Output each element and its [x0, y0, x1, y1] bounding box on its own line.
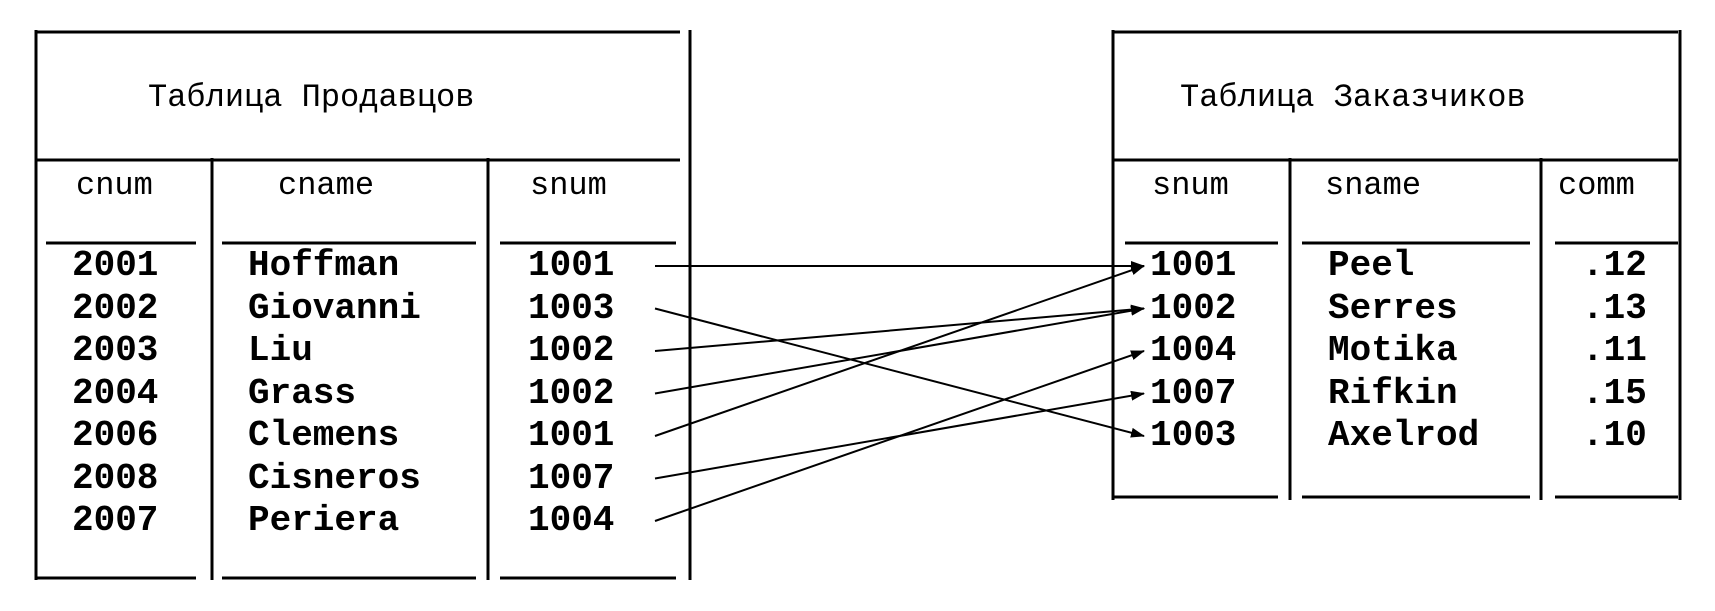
left-cell-cname: Cisneros: [248, 457, 421, 499]
right-cell-snum: 1002: [1150, 287, 1237, 329]
left-table-title: Таблица Продавцов: [148, 79, 475, 116]
left-cell-snum: 1002: [528, 330, 615, 371]
left-table-frame: [34, 30, 692, 580]
left-cell-cname: Liu: [248, 330, 313, 371]
left-cell-cname: Giovanni: [248, 287, 421, 329]
left-cell-cname: Grass: [248, 372, 357, 414]
left-header-cname: cname: [278, 167, 375, 204]
right-cell-snum: 1007: [1150, 372, 1237, 414]
left-cell-cnum: 2001: [72, 245, 159, 286]
right-cell-sname: Serres: [1328, 287, 1458, 329]
right-cell-comm: .11: [1582, 330, 1647, 371]
left-cell-cname: Clemens: [248, 415, 400, 456]
left-cell-snum: 1001: [528, 415, 615, 456]
left-cell-cname: Hoffman: [248, 245, 400, 286]
left-cell-cnum: 2008: [72, 457, 159, 499]
right-cell-snum: 1004: [1150, 330, 1237, 371]
right-header-comm: comm: [1558, 167, 1635, 204]
right-cell-comm: .10: [1582, 415, 1647, 456]
right-cell-snum: 1001: [1150, 245, 1237, 286]
right-cell-sname: Peel: [1328, 245, 1415, 286]
link-arrow: [654, 265, 1145, 437]
right-cell-comm: .15: [1582, 372, 1647, 414]
right-cell-sname: Axelrod: [1328, 415, 1480, 456]
link-arrows: [654, 261, 1145, 522]
right-cell-comm: .13: [1582, 287, 1647, 329]
left-cell-snum: 1007: [528, 457, 615, 499]
left-cell-cnum: 2006: [72, 415, 159, 456]
right-table-title: Таблица Заказчиков: [1180, 79, 1526, 116]
left-cell-cnum: 2003: [72, 330, 159, 371]
left-cell-snum: 1003: [528, 287, 615, 329]
left-cell-snum: 1002: [528, 372, 615, 414]
right-cell-sname: Rifkin: [1328, 372, 1458, 414]
right-header-snum: snum: [1152, 167, 1229, 204]
left-cell-cnum: 2004: [72, 372, 159, 414]
left-header-snum: snum: [530, 167, 607, 204]
left-cell-cname: Periera: [248, 500, 400, 541]
right-cell-sname: Motika: [1328, 330, 1458, 371]
right-cell-comm: .12: [1582, 245, 1647, 286]
link-arrow: [654, 304, 1145, 352]
link-arrow: [654, 350, 1145, 522]
left-cell-snum: 1001: [528, 245, 615, 286]
left-cell-cnum: 2007: [72, 500, 159, 541]
left-cell-cnum: 2002: [72, 287, 159, 329]
right-header-sname: sname: [1325, 167, 1422, 204]
left-header-cnum: cnum: [76, 167, 153, 204]
left-cell-snum: 1004: [528, 500, 615, 541]
link-arrow: [654, 307, 1145, 438]
right-cell-snum: 1003: [1150, 415, 1237, 456]
